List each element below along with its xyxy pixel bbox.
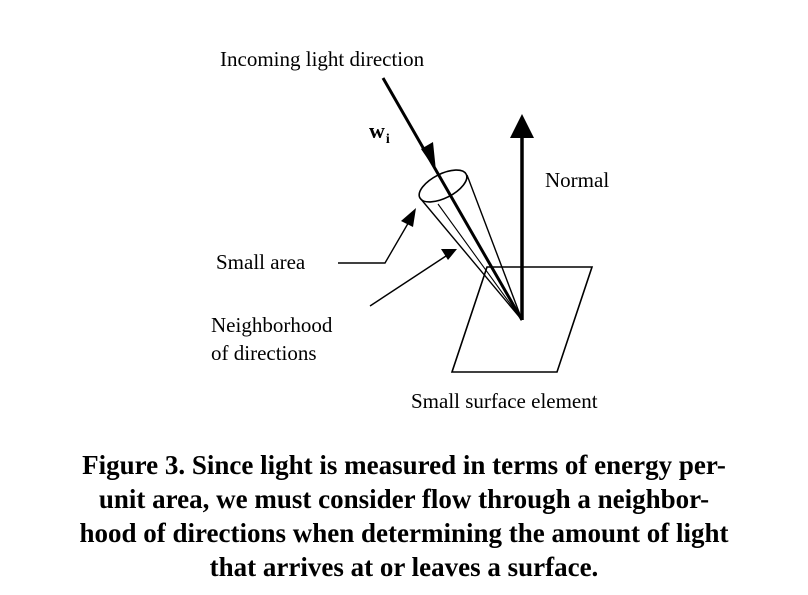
cone-edge-right: [466, 174, 523, 321]
surface-element-parallelogram: [450, 266, 594, 373]
surface-element-label: Small surface element: [411, 389, 598, 413]
incoming-light-arrowhead: [421, 142, 436, 171]
incoming-light-label: Incoming light direction: [220, 47, 425, 71]
cone-inner-line: [437, 203, 523, 321]
incoming-light-shaft: [381, 77, 524, 321]
wi-subscript: i: [385, 132, 390, 147]
caption-line: that arrives at or leaves a surface.: [209, 552, 599, 582]
small-area-label: Small area: [216, 250, 306, 274]
cone-edge-left: [419, 197, 523, 321]
neighborhood-leader-line: [369, 255, 447, 307]
normal-label: Normal: [545, 168, 610, 192]
wi-label: wi: [369, 118, 390, 148]
light-flux-diagram: Incoming light direction wi Normal Small…: [211, 47, 610, 413]
caption-line: unit area, we must consider flow through…: [98, 484, 710, 514]
small-area-leader-line: [338, 219, 411, 264]
neighborhood-leader-arrowhead: [441, 249, 457, 260]
figure-caption: Figure 3. Since light is measured in ter…: [30, 448, 778, 584]
normal-arrowhead: [510, 114, 534, 138]
caption-line: Figure 3. Since light is measured in ter…: [82, 450, 726, 480]
caption-line: hood of directions when determining the …: [79, 518, 729, 548]
diagram-drawing: [338, 77, 594, 373]
neighborhood-label-line1: Neighborhood: [211, 313, 333, 337]
small-area-leader-arrowhead: [401, 208, 416, 227]
wi-base: w: [369, 118, 385, 143]
neighborhood-label-line2: of directions: [211, 341, 317, 365]
